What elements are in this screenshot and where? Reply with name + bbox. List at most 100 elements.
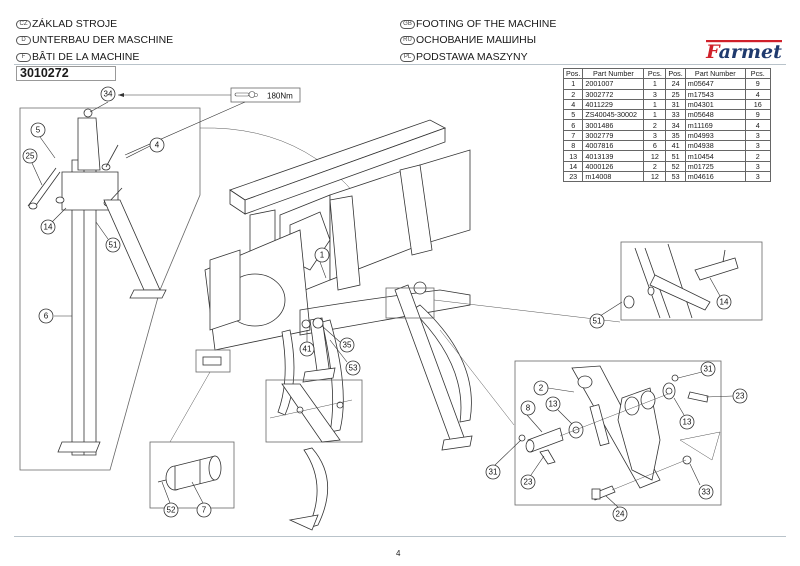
callout-53: 53 bbox=[329, 339, 361, 376]
title-cz: CZ ZÁKLAD STROJE bbox=[16, 18, 117, 30]
torque-leader-2 bbox=[124, 101, 246, 156]
detail-link-washer bbox=[433, 299, 621, 323]
callout-6: 6 bbox=[38, 308, 72, 324]
callout-8: 8 bbox=[520, 400, 543, 433]
pin-drawing bbox=[157, 455, 222, 491]
svg-text:31: 31 bbox=[489, 468, 498, 477]
svg-text:13: 13 bbox=[549, 400, 558, 409]
svg-text:41: 41 bbox=[303, 345, 312, 354]
svg-text:51: 51 bbox=[109, 241, 118, 250]
svg-text:23: 23 bbox=[736, 392, 745, 401]
torque-value: 180Nm bbox=[267, 92, 293, 101]
title-text-d: UNTERBAU DER MASCHINE bbox=[32, 34, 174, 46]
svg-text:2: 2 bbox=[539, 384, 544, 393]
svg-text:7: 7 bbox=[202, 506, 207, 515]
logo-bar bbox=[706, 40, 782, 43]
detail-link-bracket bbox=[439, 329, 515, 426]
title-text-f: BÂTI DE LA MACHINE bbox=[32, 51, 140, 63]
callout-1: 1 bbox=[314, 247, 330, 279]
svg-text:13: 13 bbox=[683, 418, 692, 427]
callout-13-left: 13 bbox=[545, 396, 573, 425]
torque-wrench-icon bbox=[234, 91, 258, 98]
callout-31-left: 31 bbox=[485, 439, 522, 480]
svg-text:1: 1 bbox=[320, 251, 325, 260]
logo-text: Farmet bbox=[705, 41, 782, 60]
callout-51-leg: 51 bbox=[95, 221, 121, 253]
footer-divider bbox=[14, 536, 786, 537]
svg-text:33: 33 bbox=[702, 488, 711, 497]
lang-badge-d: D bbox=[16, 35, 31, 45]
support-leg-drawing bbox=[27, 108, 167, 456]
title-pl: PL PODSTAWA MASZYNY bbox=[400, 51, 528, 63]
svg-text:14: 14 bbox=[44, 223, 53, 232]
header-divider bbox=[14, 64, 786, 65]
title-ru: RU ОСНОВАНИЕ МАШИНЫ bbox=[400, 34, 536, 46]
callout-23-right: 23 bbox=[705, 388, 748, 404]
svg-text:23: 23 bbox=[524, 478, 533, 487]
svg-text:52: 52 bbox=[167, 506, 176, 515]
cell-pos: 23 bbox=[562, 170, 584, 183]
logo-f-letter: F bbox=[705, 41, 721, 60]
callout-13-right: 13 bbox=[673, 397, 695, 430]
callout-4: 4 bbox=[125, 137, 165, 159]
svg-text:35: 35 bbox=[343, 341, 352, 350]
cell-pos-2: 53 bbox=[665, 170, 686, 183]
torque-spec: 180Nm bbox=[230, 87, 301, 103]
farmet-logo: Farmet bbox=[705, 40, 782, 60]
detail-frame-pin bbox=[149, 441, 235, 509]
svg-text:34: 34 bbox=[104, 90, 113, 99]
svg-text:25: 25 bbox=[26, 152, 35, 161]
lang-badge-ru: RU bbox=[400, 35, 415, 45]
cell-pcs-2: 3 bbox=[744, 170, 771, 183]
title-text-pl: PODSTAWA MASZYNY bbox=[416, 51, 528, 63]
svg-text:5: 5 bbox=[36, 126, 41, 135]
logo-f-accent: F bbox=[705, 41, 721, 60]
callout-41: 41 bbox=[299, 330, 315, 357]
pin-14-drawing bbox=[623, 243, 739, 319]
callout-51-detail: 51 bbox=[589, 301, 623, 329]
callout-33: 33 bbox=[689, 463, 714, 500]
lang-badge-cz: CZ bbox=[16, 19, 31, 29]
callout-31-right: 31 bbox=[677, 361, 716, 379]
page-number: 4 bbox=[396, 549, 401, 558]
callout-5: 5 bbox=[30, 122, 56, 159]
detail-frame-bracket bbox=[514, 360, 722, 506]
callout-14-detail: 14 bbox=[709, 277, 732, 310]
bracket-drawing bbox=[518, 365, 721, 501]
svg-text:4: 4 bbox=[155, 141, 160, 150]
title-text-gb: FOOTING OF THE MACHINE bbox=[416, 18, 557, 30]
parts-table: Pos. Part Number Pcs. Pos. Part Number P… bbox=[562, 67, 771, 183]
lang-badge-f: F bbox=[16, 52, 31, 62]
detail-link-pin bbox=[169, 371, 211, 443]
callout-23-left: 23 bbox=[520, 455, 545, 490]
callout-52: 52 bbox=[161, 481, 179, 518]
callout-24: 24 bbox=[605, 495, 628, 522]
svg-text:51: 51 bbox=[593, 317, 602, 326]
svg-text:8: 8 bbox=[526, 404, 531, 413]
callout-35: 35 bbox=[321, 325, 355, 353]
callout-7: 7 bbox=[191, 481, 212, 518]
detail-frame-pin-14 bbox=[620, 241, 763, 321]
svg-text:6: 6 bbox=[44, 312, 49, 321]
callout-2: 2 bbox=[533, 380, 575, 396]
svg-text:31: 31 bbox=[704, 365, 713, 374]
main-frame-drawing bbox=[195, 119, 473, 531]
callout-14-leg: 14 bbox=[40, 207, 67, 235]
svg-text:24: 24 bbox=[616, 510, 625, 519]
title-text-ru: ОСНОВАНИЕ МАШИНЫ bbox=[416, 34, 537, 46]
svg-text:53: 53 bbox=[349, 364, 358, 373]
callout-34: 34 bbox=[89, 86, 116, 113]
title-text-cz: ZÁKLAD STROJE bbox=[32, 18, 118, 30]
callout-25: 25 bbox=[22, 148, 43, 186]
lang-badge-gb: GB bbox=[400, 19, 415, 29]
svg-text:14: 14 bbox=[720, 298, 729, 307]
detail-frame-leg bbox=[19, 107, 201, 471]
title-f: F BÂTI DE LA MACHINE bbox=[16, 51, 139, 63]
title-gb: GB FOOTING OF THE MACHINE bbox=[400, 18, 556, 30]
